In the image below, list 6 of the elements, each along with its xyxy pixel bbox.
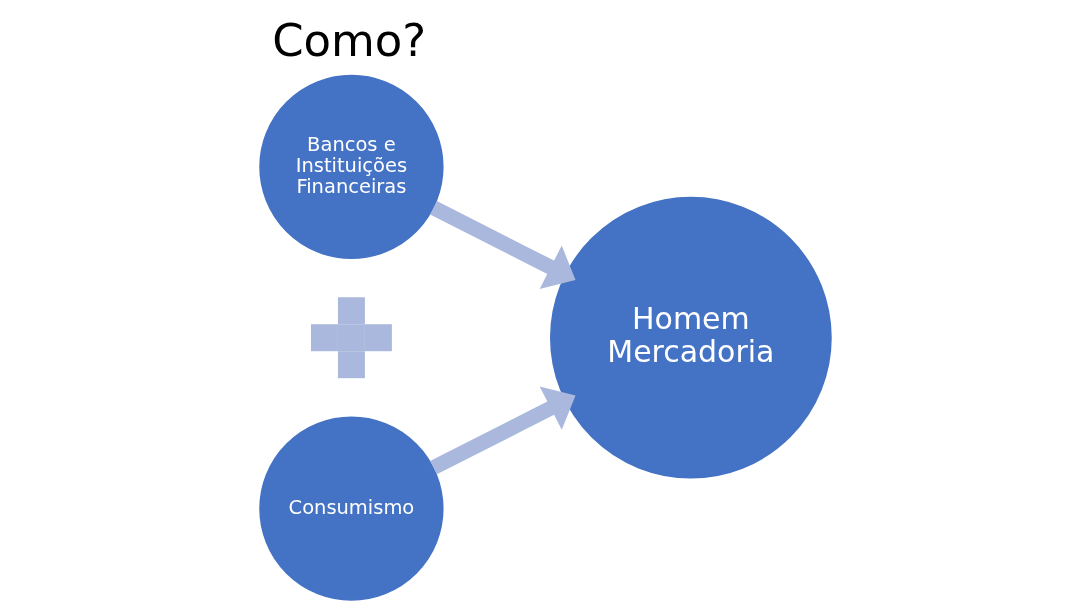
arrow	[429, 201, 576, 290]
diagram-title: Como?	[271, 13, 426, 67]
arrow	[429, 386, 576, 475]
node-circle: Consumismo	[258, 416, 444, 601]
node-circle: Homem Mercadoria	[549, 196, 832, 479]
node-circle: Bancos e Instituições Financeiras	[258, 74, 444, 260]
